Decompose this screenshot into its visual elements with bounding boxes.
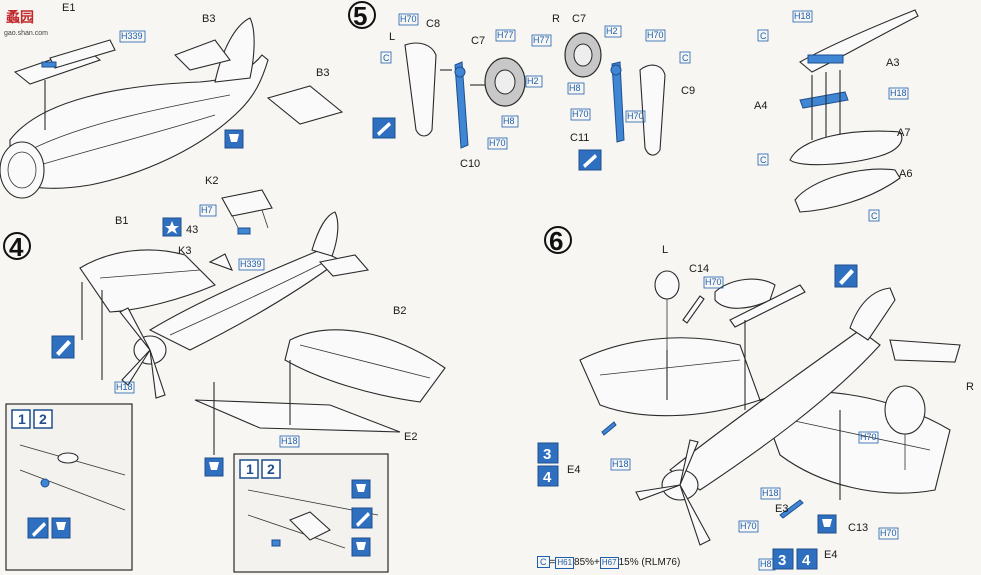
code-C-tank-a: C [760,31,767,41]
sub-3-left: 3 [543,446,551,463]
label-E4-left: E4 [567,464,580,476]
label-L-step6: L [662,244,668,256]
step-5-marker [348,1,376,29]
inset-detail-left [5,403,133,571]
label-R-step5: R [552,13,560,25]
label-A6: A6 [899,168,912,180]
code-H70-b: H70 [489,138,506,148]
code-H70-a: H70 [400,14,417,24]
inset-left-num-2: 2 [39,411,47,427]
step-4-number: 4 [9,232,24,262]
code-H70-h: H70 [880,528,897,538]
label-E4-bottom: E4 [824,549,837,561]
label-C9: C9 [681,85,695,97]
label-K2: K2 [205,175,218,187]
code-H18-tank-top: H18 [794,11,811,21]
inset-left-num-1: 1 [18,411,26,427]
label-B3-right: B3 [316,67,329,79]
code-H2-b: H2 [606,26,618,36]
inset-center-num-2: 2 [267,461,275,477]
code-H18-e: H18 [612,459,629,469]
step-6-aircraft [579,264,961,546]
paint-pct-a: 85% [574,557,595,568]
step-4-aircraft [51,189,446,477]
drop-tank-assembly [789,9,919,213]
code-H77-b: H77 [533,35,550,45]
label-A4: A4 [754,100,767,112]
step-5-left-gear [372,42,526,149]
label-A3: A3 [886,57,899,69]
code-H339-top: H339 [121,31,143,41]
label-43: 43 [186,224,198,236]
code-H70-e: H70 [627,111,644,121]
label-C8: C8 [426,18,440,30]
step-6-marker [544,226,572,254]
step-5-right-gear [564,32,666,171]
label-B3-left: B3 [202,13,215,25]
paint-h-b: H67 [599,557,619,569]
logo-text: 蟊园 [6,9,34,25]
label-E3: E3 [775,503,788,515]
code-C-step5-left: C [383,53,390,63]
code-H18-step4-bottom: H18 [281,436,298,446]
paint-plus: + [594,557,600,568]
code-H77-a: H77 [497,30,514,40]
label-B2: B2 [393,305,406,317]
code-H18-step4-left: H18 [116,382,133,392]
paint-h-a: H61 [555,557,575,569]
label-C7-right: C7 [572,13,586,25]
code-H8-c: H8 [760,559,772,569]
code-H7: H7 [201,205,213,215]
label-C14: C14 [689,263,709,275]
sub-4-left: 4 [543,469,552,486]
inset-center-num-1: 1 [246,461,254,477]
inset-detail-center [233,453,389,573]
code-H18-f: H18 [762,488,779,498]
code-C-step5-right: C [682,53,689,63]
code-H18-tank: H18 [890,88,907,98]
label-L-step5: L [389,31,395,43]
step-6-number: 6 [549,226,563,256]
step-5-number: 5 [353,1,367,31]
label-C11: C11 [570,132,589,144]
code-C-tank-c: C [871,211,878,221]
label-K3: K3 [178,245,191,257]
label-C7-left: C7 [471,35,485,47]
paint-eq: = [549,557,556,568]
sub-4-bottom: 4 [802,552,811,569]
label-E2: E2 [404,431,417,443]
code-H2-a: H2 [527,76,539,86]
label-C13: C13 [848,522,868,534]
site-logo: 蟊园 gao.shan.com [4,9,48,37]
paint-pct-b: 15% [618,557,639,568]
logo-url: gao.shan.com [4,30,48,37]
code-H70-d: H70 [572,109,589,119]
label-R-step6: R [966,381,974,393]
paint-rlm: (RLM76) [641,557,681,568]
paint-code-c: C [537,556,550,568]
step-6-sub-3-4-left [537,442,559,487]
code-H8-b: H8 [569,83,581,93]
code-C-tank-b: C [760,155,767,165]
label-E1: E1 [62,2,75,14]
step-4-marker [3,232,31,260]
code-H70-g: H70 [740,521,757,531]
code-H339-step4: H339 [240,259,262,269]
label-A7: A7 [897,127,910,139]
code-H8-a: H8 [503,116,515,126]
code-H70-f: H70 [705,277,722,287]
sub-3-bottom: 3 [778,552,786,569]
cowling-assembly [0,17,344,199]
code-H70-i: H70 [860,432,877,442]
code-H70-c: H70 [647,30,664,40]
label-C10: C10 [460,158,480,170]
label-B1: B1 [115,215,128,227]
step-6-sub-3-4-bottom [772,548,818,570]
